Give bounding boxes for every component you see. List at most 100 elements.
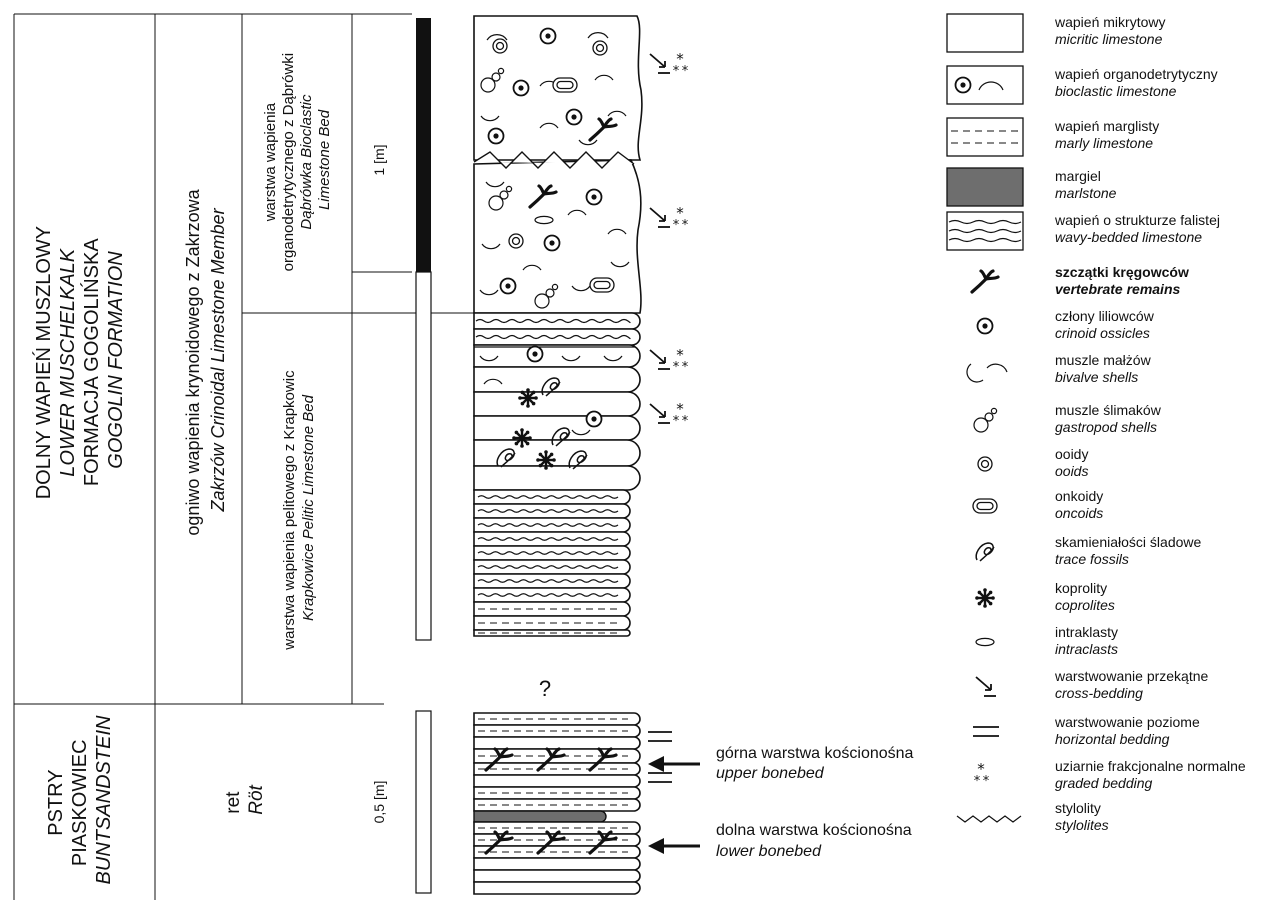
graded-bedding-mark (672, 50, 689, 79)
rot-label: ret Röt (223, 785, 267, 815)
lower-muschelkalk-label: DOLNY WAPIEŃ MUSZLOWY LOWER MUSCHELKALK … (32, 221, 127, 500)
upper-bonebed-pl: górna warstwa kościonośna (716, 745, 914, 762)
cross-bedding-mark (649, 53, 671, 74)
buntsandstein-label: PSTRY PIASKOWIEC BUNTSANDSTEIN (45, 715, 115, 884)
legend-label-en: marlstone (1055, 185, 1117, 201)
legend-label-pl: wapień marglisty (1054, 118, 1159, 134)
legend-label-pl: ooidy (1055, 446, 1088, 462)
legend-label-pl: skamieniałości śladowe (1055, 534, 1202, 550)
horizontal-bedding-icon (973, 726, 999, 737)
legend-label-en: graded bedding (1055, 775, 1153, 791)
graded-bedding-mark (672, 400, 689, 429)
upper-section-column (473, 15, 689, 637)
krapkowice-beds (473, 312, 641, 637)
bioclastic-limestone-icon (946, 65, 1024, 105)
legend-label-en: oncoids (1055, 505, 1103, 521)
legend-label-en: micritic limestone (1055, 31, 1163, 47)
legend-label-pl: uziarnie frakcjonalne normalne (1055, 758, 1246, 774)
legend-label-pl: wapień o strukturze falistej (1054, 212, 1220, 228)
scale-bar-lower: 0,5 [m] (371, 710, 432, 894)
trace-fossil-icon (975, 542, 995, 562)
micritic-limestone-icon (946, 13, 1024, 53)
legend-label-pl: warstwowanie przekątne (1054, 668, 1209, 684)
graded-bedding-icon (973, 760, 990, 789)
legend-label-en: marly limestone (1055, 135, 1153, 151)
legend-label-pl: człony liliowców (1055, 308, 1155, 324)
graded-bedding-mark (672, 346, 689, 375)
legend-label-en: crinoid ossicles (1055, 325, 1150, 341)
upper-bonebed-en: upper bonebed (716, 765, 825, 782)
legend-label-pl: wapień mikrytowy (1054, 14, 1165, 30)
cross-bedding-mark (649, 207, 671, 228)
lower-bonebed-callout: dolna warstwa kościonośna lower bonebed (648, 822, 912, 860)
legend-label-pl: muszle ślimaków (1055, 402, 1162, 418)
legend-label-pl: intraklasty (1055, 624, 1118, 640)
cross-bedding-mark (649, 349, 671, 370)
ooid-icon (977, 456, 993, 472)
graded-bedding-mark (672, 204, 689, 233)
dabrowka-bed-label: warstwa wapienia organodetrytycznego z D… (262, 49, 333, 272)
gastropod-shell-icon (973, 407, 998, 433)
legend-label-pl: margiel (1055, 168, 1101, 184)
vertebrate-remains-icon (970, 269, 1000, 294)
bioclast-symbols (479, 27, 630, 309)
crinoid-ossicle-icon (976, 317, 994, 335)
lower-bonebed-pl: dolna warstwa kościonośna (716, 822, 912, 839)
cross-bedding-icon (975, 676, 997, 697)
legend-label-en: bioclastic limestone (1055, 83, 1177, 99)
legend-label-en: vertebrate remains (1055, 281, 1181, 297)
legend-label-pl: koprolity (1055, 580, 1107, 596)
legend-label-pl: muszle małżów (1055, 352, 1152, 368)
legend-item: wapień o strukturze falistejwavy-bedded … (946, 211, 1220, 251)
oncoid-icon (972, 498, 998, 514)
legend-label-pl: wapień organodetrytyczny (1054, 66, 1218, 82)
stylolite-icon (956, 815, 1022, 823)
intraclast-icon (975, 637, 995, 647)
krapkowice-inclusions (479, 345, 623, 471)
scale-bar-upper: 1 [m] (371, 18, 432, 641)
rot-section-column (473, 712, 641, 895)
legend-label-en: trace fossils (1055, 551, 1129, 567)
zakrzow-member-label: ogniwo wapienia krynoidowego z Zakrzowa … (183, 184, 228, 535)
scale-lower-label: 0,5 [m] (371, 781, 387, 824)
marlstone-icon (946, 167, 1024, 207)
coprolite-icon (974, 587, 996, 609)
legend-label-en: stylolites (1055, 817, 1109, 833)
legend-label-en: gastropod shells (1055, 419, 1157, 435)
upper-bonebed-callout: górna warstwa kościonośna upper bonebed (648, 745, 914, 782)
legend-label-en: coprolites (1055, 597, 1115, 613)
legend-label-en: wavy-bedded limestone (1055, 229, 1202, 245)
wavy-bedded-limestone-icon (946, 211, 1024, 251)
bivalve-shell-icon (966, 363, 1008, 383)
legend-label-en: cross-bedding (1055, 685, 1143, 701)
rot-side-symbols (648, 731, 672, 783)
legend-label-pl: warstwowanie poziome (1054, 714, 1200, 730)
lower-bonebed-en: lower bonebed (716, 843, 822, 860)
marly-limestone-icon (946, 117, 1024, 157)
cross-bedding-mark (649, 403, 671, 424)
legend-label-en: horizontal bedding (1055, 731, 1170, 747)
stratigraphy-table: DOLNY WAPIEŃ MUSZLOWY LOWER MUSCHELKALK … (13, 13, 475, 900)
legend-label-en: ooids (1055, 463, 1088, 479)
krapkowice-bed-label: warstwa wapienia pelitowego z Krapkowic … (281, 366, 317, 650)
legend-label-pl: stylolity (1055, 800, 1101, 816)
